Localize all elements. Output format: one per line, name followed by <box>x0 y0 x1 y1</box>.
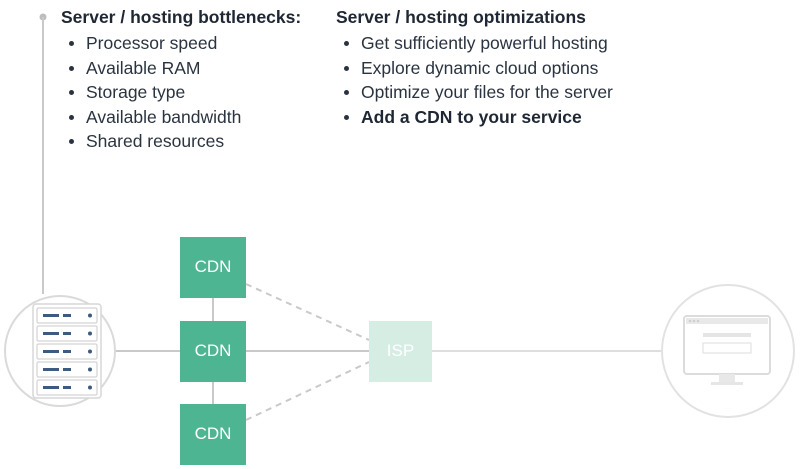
bottleneck-item: Available bandwidth <box>61 105 301 130</box>
cdn-node-bottom <box>180 404 246 465</box>
cdn-label-bottom: CDN <box>194 424 232 443</box>
bottleneck-item: Storage type <box>61 80 301 105</box>
server-rack-icon <box>32 303 102 399</box>
optimization-item: Optimize your files for the server <box>336 80 613 105</box>
server-node <box>4 295 116 407</box>
optimization-item: Get sufficiently powerful hosting <box>336 31 613 56</box>
optimization-item: Add a CDN to your service <box>336 105 613 130</box>
cdn-label-top: CDN <box>194 257 232 276</box>
server-rack-unit <box>36 307 98 324</box>
server-rack-unit <box>36 325 98 342</box>
server-rack-unit <box>36 361 98 378</box>
cdn-node-top <box>180 237 246 298</box>
isp-label: ISP <box>386 341 415 360</box>
optimizations-title: Server / hosting optimizations <box>336 7 586 27</box>
optimizations-list: Get sufficiently powerful hosting Explor… <box>336 31 613 129</box>
optimization-item: Explore dynamic cloud options <box>336 56 613 81</box>
bottleneck-item: Processor speed <box>61 31 301 56</box>
dashed-link-bottom-cdn <box>245 361 370 421</box>
server-rack-unit <box>36 379 98 396</box>
server-rack-unit <box>36 343 98 360</box>
cdn-node-middle <box>180 321 246 382</box>
cdn-label-middle: CDN <box>194 341 232 360</box>
bottleneck-item: Shared resources <box>61 129 301 154</box>
optimizations-section: Server / hosting optimizations Get suffi… <box>336 6 613 129</box>
bottlenecks-title: Server / hosting bottlenecks: <box>61 7 302 27</box>
user-computer-node <box>661 284 795 418</box>
bottlenecks-list: Processor speed Available RAM Storage ty… <box>61 31 301 154</box>
isp-node <box>369 321 432 382</box>
bottleneck-item: Available RAM <box>61 56 301 81</box>
bottlenecks-section: Server / hosting bottlenecks: Processor … <box>61 6 301 154</box>
dashed-link-top-cdn <box>245 283 370 341</box>
monitor-icon <box>683 315 771 385</box>
